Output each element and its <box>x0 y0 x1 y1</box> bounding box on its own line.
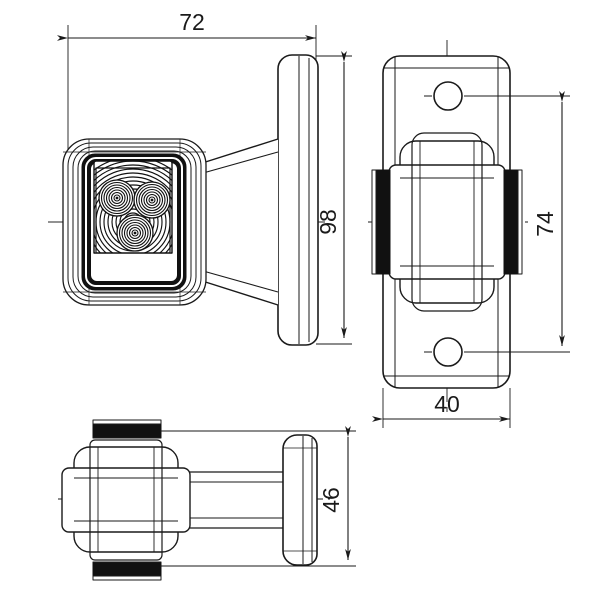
dimension-height-46 <box>160 426 356 567</box>
front-view-lens-face <box>94 161 172 253</box>
bottom-view-lamp-body <box>61 419 191 581</box>
dimension-height-98 <box>316 51 352 345</box>
dimension-label-72: 72 <box>179 9 205 35</box>
dimension-label-40: 40 <box>434 391 460 417</box>
bottom-view-mount-plate <box>282 434 318 566</box>
led-reflector-2 <box>133 181 171 219</box>
dimension-label-46: 46 <box>318 487 344 513</box>
led-reflector-3 <box>116 214 154 252</box>
dimension-height-74 <box>464 91 570 353</box>
front-view-lens-frame <box>93 160 173 254</box>
front-view-arm <box>195 138 279 306</box>
front-view-mount-plate <box>277 54 319 346</box>
dimension-width-40 <box>372 388 511 428</box>
front-view <box>48 54 330 346</box>
led-reflector-1 <box>98 179 136 217</box>
plan-view <box>368 40 528 412</box>
dimension-label-98: 98 <box>315 209 341 235</box>
plan-view-lamp-body <box>371 132 523 312</box>
led-reflector-cluster <box>98 179 171 252</box>
dimension-width-72 <box>57 25 317 150</box>
bottom-view <box>58 419 330 581</box>
dimension-label-74: 74 <box>532 211 558 237</box>
